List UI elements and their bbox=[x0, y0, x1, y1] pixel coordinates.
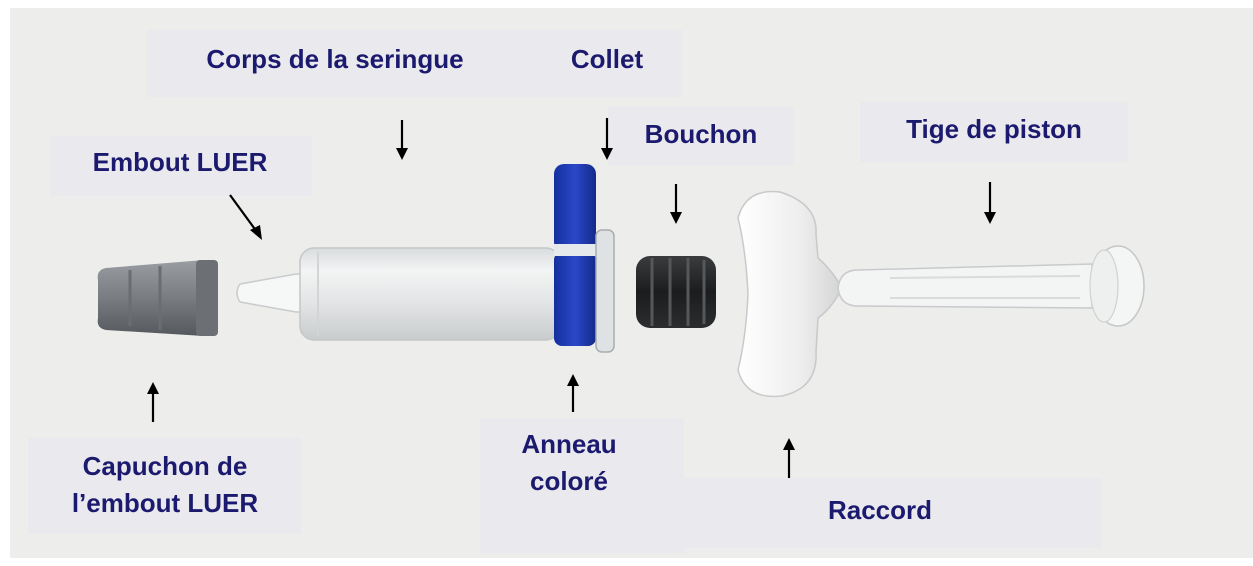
label-capuchon-line2: l’embout LUER bbox=[40, 485, 290, 522]
label-collet: Collet bbox=[544, 41, 670, 78]
arrow-corps bbox=[396, 120, 408, 160]
stopper bbox=[636, 256, 716, 328]
label-bouchon: Bouchon bbox=[618, 116, 784, 153]
arrow-capuchon bbox=[147, 382, 159, 422]
flange bbox=[596, 230, 614, 352]
label-raccord: Raccord bbox=[800, 492, 960, 529]
label-capuchon: Capuchon de l’embout LUER bbox=[40, 448, 290, 522]
arrow-embout bbox=[230, 195, 262, 240]
label-anneau-line2: coloré bbox=[494, 463, 644, 500]
colored-ring bbox=[554, 164, 596, 346]
label-embout: Embout LUER bbox=[58, 144, 302, 181]
syringe-photo: Corps de la seringue Collet Embout LUER … bbox=[10, 8, 1253, 558]
plunger-rod bbox=[838, 246, 1144, 326]
label-anneau: Anneau coloré bbox=[494, 426, 644, 500]
arrow-raccord bbox=[783, 438, 795, 478]
luer-tip bbox=[237, 274, 302, 312]
arrow-bouchon bbox=[670, 184, 682, 224]
luer-cap bbox=[98, 260, 218, 336]
label-corps: Corps de la seringue bbox=[170, 41, 500, 78]
label-capuchon-line1: Capuchon de bbox=[40, 448, 290, 485]
arrow-tige bbox=[984, 182, 996, 224]
adapter bbox=[738, 192, 842, 397]
arrow-anneau bbox=[567, 374, 579, 412]
label-anneau-line1: Anneau bbox=[494, 426, 644, 463]
syringe-barrel bbox=[300, 248, 560, 340]
label-tige: Tige de piston bbox=[872, 111, 1116, 148]
